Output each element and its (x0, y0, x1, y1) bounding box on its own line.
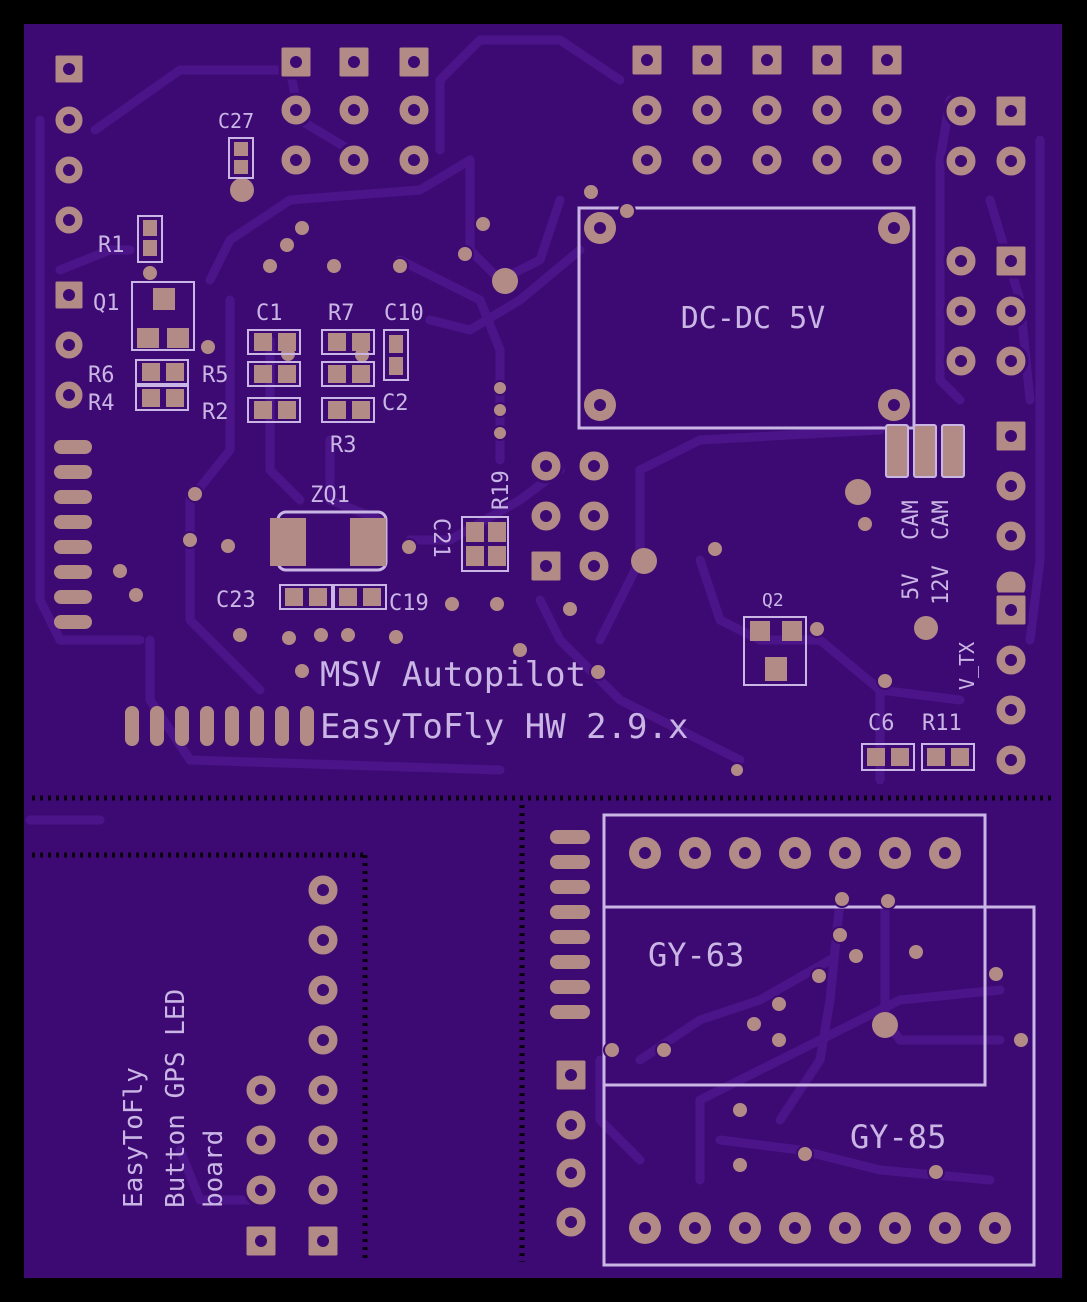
gy63-label: GY-63 (648, 936, 744, 974)
label-cam-1: CAM (899, 500, 924, 540)
label-r3: R3 (330, 433, 357, 458)
label-c10: C10 (384, 301, 424, 326)
label-c19: C19 (389, 591, 429, 616)
label-c23: C23 (216, 588, 256, 613)
label-c6: C6 (868, 711, 895, 736)
label-r5: R5 (202, 363, 229, 388)
lower-vias (603, 890, 1030, 1181)
vias (111, 183, 894, 778)
pad-round (872, 1012, 898, 1038)
pad-round (230, 178, 254, 202)
pad-round (845, 479, 871, 505)
gy85-outline (602, 905, 1036, 1267)
cam-jumper-pads (885, 424, 965, 478)
sub-board-label-1: EasyToFly (119, 1067, 149, 1208)
dcdc-outline (577, 206, 916, 430)
label-r4: R4 (88, 391, 115, 416)
left-oblong-pads (54, 440, 92, 629)
zq1-pad-left (270, 518, 306, 566)
zq1-label: ZQ1 (310, 483, 350, 508)
label-q1: Q1 (93, 291, 120, 316)
sub-board-label-3: board (199, 1130, 229, 1208)
dcdc-label: DC-DC 5V (681, 301, 826, 336)
board-title-line-1: MSV Autopilot (320, 655, 586, 695)
label-5v: 5V (899, 574, 924, 601)
smd-parts (131, 137, 975, 771)
sub-board-label-2: Button GPS LED (161, 989, 191, 1208)
label-c1: C1 (256, 301, 283, 326)
label-cam-2: CAM (929, 500, 954, 540)
label-r11: R11 (922, 711, 962, 736)
gy85-label: GY-85 (850, 1118, 946, 1156)
lower-oblong-pads (550, 830, 590, 1019)
board-title-line-2: EasyToFly HW 2.9.x (320, 707, 688, 747)
pad-round (914, 616, 938, 640)
zq1-pad-right (350, 518, 386, 566)
label-12v: 12V (929, 565, 954, 605)
label-c2: C2 (382, 391, 409, 416)
label-q2: Q2 (762, 590, 784, 611)
label-r6: R6 (88, 363, 115, 388)
pad-round (631, 548, 657, 574)
pad-round (492, 268, 518, 294)
label-c21: C21 (428, 518, 453, 558)
left-header-1 (52, 52, 86, 412)
label-r7: R7 (328, 301, 355, 326)
label-r2: R2 (202, 400, 229, 425)
label-c27: C27 (218, 109, 254, 133)
label-r1: R1 (98, 233, 125, 258)
bottom-oblong-pads (125, 706, 314, 746)
panel-separators (32, 795, 1055, 1262)
smd-pads (137, 142, 969, 766)
label-r19: R19 (489, 470, 514, 510)
label-v-tx: V_TX (955, 642, 979, 690)
